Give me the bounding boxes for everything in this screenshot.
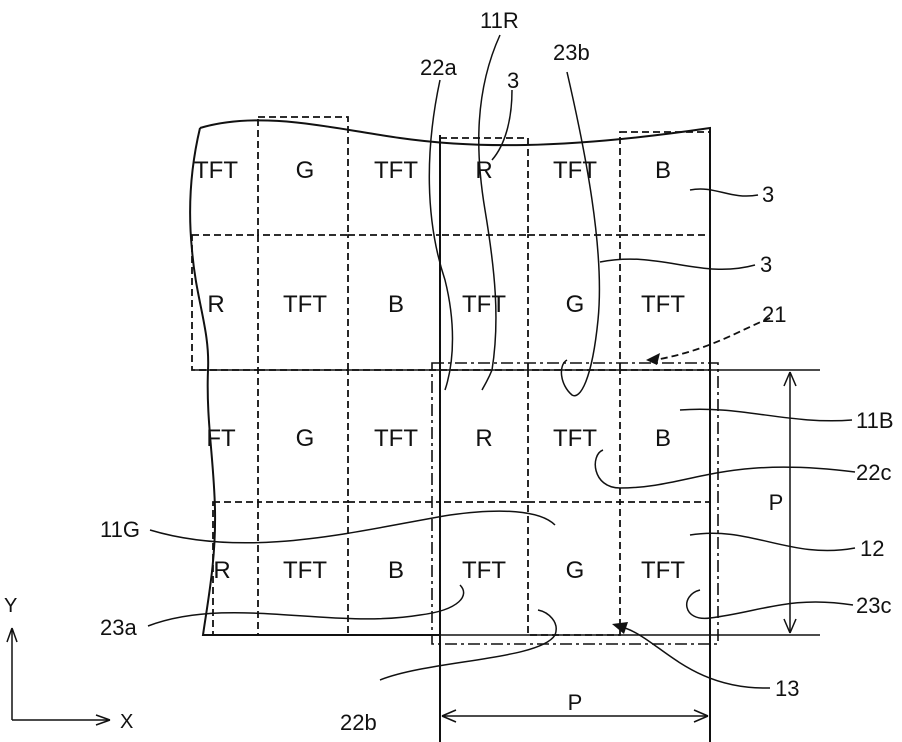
- ref-label-3-g: 3: [760, 252, 772, 277]
- ref-label-22b: 22b: [340, 710, 377, 735]
- cell-label-tft-partial: FT: [206, 425, 236, 452]
- leader-3-b: [690, 189, 758, 196]
- ref-label-11G: 11G: [100, 517, 140, 542]
- leader-23b: [561, 72, 599, 396]
- cell-r-r2: [192, 235, 258, 370]
- leader-3-top: [492, 90, 512, 160]
- leader-11R: [479, 35, 500, 390]
- cell-label-g: G: [296, 157, 315, 184]
- cell-label-tft: TFT: [374, 157, 418, 184]
- ref-label-12: 12: [860, 536, 884, 561]
- vertical-pitch-label: P: [769, 490, 784, 515]
- cell-label-tft: TFT: [641, 557, 685, 584]
- cell-label-tft: TFT: [374, 425, 418, 452]
- cell-label-r-partial: R: [213, 557, 230, 584]
- ref-label-3-b: 3: [762, 182, 774, 207]
- cell-label-b: B: [655, 157, 671, 184]
- cell-label-g: G: [566, 291, 585, 318]
- ref-label-23c: 23c: [856, 593, 891, 618]
- cell-label-r: R: [475, 425, 492, 452]
- panel-outline: [190, 120, 710, 742]
- cell-label-r: R: [475, 157, 492, 184]
- cell-label-tft: TFT: [462, 291, 506, 318]
- cell-label-tft: TFT: [641, 291, 685, 318]
- cell-label-tft: TFT: [553, 425, 597, 452]
- cell-label-tft: TFT: [462, 557, 506, 584]
- cell-label-b: B: [388, 557, 404, 584]
- cell-label-g: G: [566, 557, 585, 584]
- ref-label-22a: 22a: [420, 55, 457, 80]
- ref-label-11B: 11B: [856, 408, 894, 433]
- ref-label-23b: 23b: [553, 40, 590, 65]
- leader-23c: [687, 590, 853, 618]
- ref-label-22c: 22c: [856, 460, 891, 485]
- cell-label-tft: TFT: [553, 157, 597, 184]
- cell-label-g: G: [296, 425, 315, 452]
- leader-3-g: [600, 259, 755, 269]
- leader-22c: [595, 450, 855, 488]
- x-axis-label: X: [120, 711, 133, 733]
- cell-label-tft: TFT: [194, 157, 238, 184]
- leader-21: [655, 318, 770, 360]
- leader-12: [690, 533, 855, 550]
- ref-label-13: 13: [775, 676, 799, 701]
- leader-11B: [680, 409, 852, 421]
- ref-label-3-top: 3: [507, 68, 519, 93]
- ref-label-11R: 11R: [480, 8, 519, 33]
- cell-label-tft: TFT: [283, 291, 327, 318]
- leader-22b: [380, 610, 556, 680]
- y-axis-label: Y: [4, 595, 17, 617]
- leader-23a: [148, 585, 464, 626]
- unit-pixel-region: [432, 363, 718, 644]
- leader-13: [625, 628, 770, 688]
- ref-label-21: 21: [762, 302, 786, 327]
- cell-label-b: B: [388, 291, 404, 318]
- leader-11G: [150, 511, 555, 543]
- cell-label-tft: TFT: [283, 557, 327, 584]
- cell-label-r: R: [207, 291, 224, 318]
- ref-label-23a: 23a: [100, 615, 137, 640]
- cell-r-r1: [440, 138, 528, 235]
- cell-label-b: B: [655, 425, 671, 452]
- horizontal-pitch-label: P: [568, 690, 583, 715]
